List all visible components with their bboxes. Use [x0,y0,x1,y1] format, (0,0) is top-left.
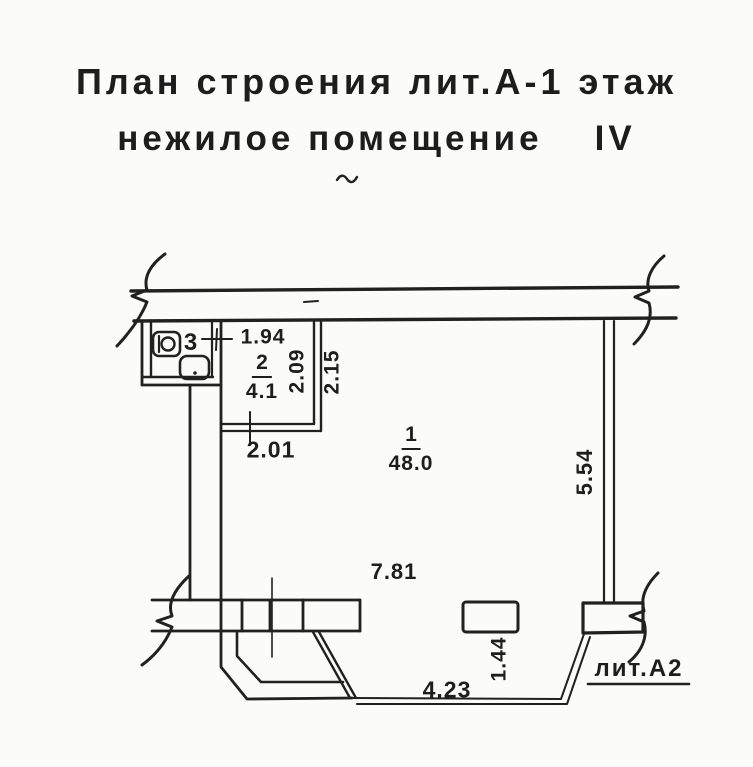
wall-break-icon-top-right [632,254,666,346]
top-wall [129,285,680,323]
room-1-number: 1 [401,424,421,450]
dim-hall-width: 7.81 [370,559,418,584]
adjacent-building-label: лит.А2 [594,655,684,682]
dim-room2-top-width: 1.94 [240,325,286,349]
dim-room2-bottom-width: 2.01 [246,436,296,463]
wall-break-icon-bottom-right [627,571,660,664]
wall-break-icon-bottom-left [140,574,191,667]
toilet-icon [151,330,182,358]
bottom-right-wall-block [581,601,645,635]
toilet-room-walls [140,320,223,387]
wall-break-icon-top-left [115,252,167,348]
dim-hall-right-height: 5.54 [572,448,597,496]
page-subtitle: нежилое помещение IV [0,119,753,159]
premises-numeral: IV [594,119,636,158]
page-title: План строения лит.А-1 этаж [75,61,678,102]
left-wall [188,320,354,701]
right-wall [602,319,616,605]
dim-room2-outer-height: 2.15 [320,349,344,395]
dim-room2-inner-height: 2.09 [285,348,309,394]
subtitle-text: нежилое помещение [117,119,543,158]
room-3-number: 3 [183,329,199,356]
dimension-ticks [201,328,251,446]
scan-speck [303,300,319,303]
porch-walls [150,598,362,633]
entrance-diagonal-wall [311,630,358,700]
room2-walls [219,320,323,433]
dim-bottom-opening-width: 4.23 [422,676,472,703]
column-outline [461,600,520,634]
entrance-inner-wall [235,630,345,684]
scan-mark-icon [335,174,359,184]
sink-icon [178,354,211,381]
dim-column-depth: 1.44 [487,636,511,682]
room-1-area: 48.0 [388,452,434,475]
room-2-number: 2 [252,352,272,378]
room-2-area: 4.1 [245,380,279,403]
room-2-label: 2 4.1 [246,352,278,402]
room-1-label: 1 48.0 [389,424,434,474]
bottom-wall [351,633,591,705]
